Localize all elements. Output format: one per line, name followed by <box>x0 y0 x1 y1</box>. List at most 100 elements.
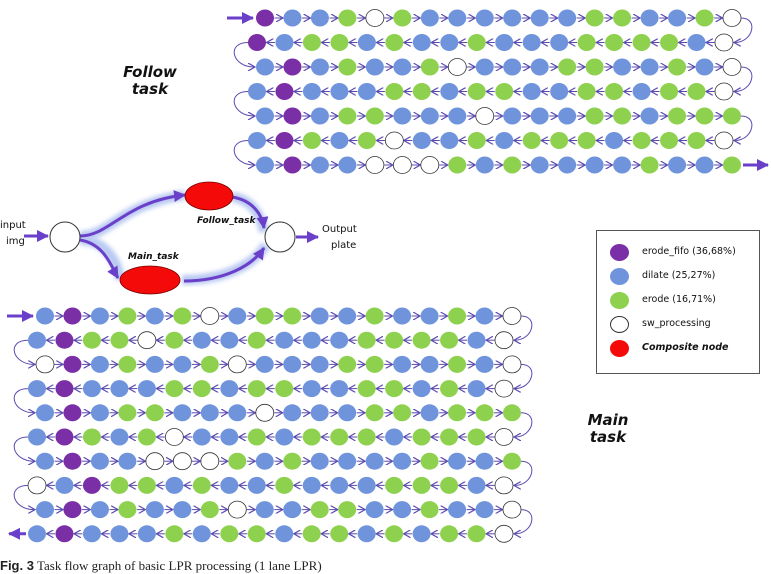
main-node-dilate <box>36 452 54 470</box>
main-node-dilate <box>420 307 439 325</box>
follow-node-dilate <box>558 156 577 174</box>
main-node-dilate <box>420 355 439 373</box>
main-node-erode-fifo <box>63 404 82 422</box>
follow-node-erode <box>365 107 384 125</box>
main-row-connector <box>13 484 34 509</box>
follow-node-dilate <box>550 34 569 51</box>
main-node-sw-processing <box>27 476 47 495</box>
follow-node-dilate <box>632 83 651 100</box>
follow-node-sw-processing <box>475 107 495 125</box>
main-node-dilate <box>228 307 247 325</box>
main-node-sw-processing <box>35 355 55 374</box>
follow-node-erode <box>503 156 522 174</box>
follow-node-dilate <box>503 9 522 27</box>
follow-node-sw-processing <box>420 156 440 174</box>
follow-node-erode <box>632 34 651 51</box>
main-node-erode <box>420 452 439 470</box>
follow-node-erode <box>577 132 596 149</box>
follow-node-dilate <box>687 34 706 51</box>
main-row-connector <box>13 436 34 461</box>
output-node <box>264 221 296 253</box>
main-node-erode <box>110 476 129 494</box>
main-node-erode <box>503 404 521 422</box>
main-node-erode-fifo <box>82 476 101 494</box>
main-node-erode-fifo <box>55 331 74 349</box>
main-node-sw-processing <box>494 428 514 446</box>
follow-node-dilate <box>310 58 329 76</box>
main-row-connector <box>13 388 34 413</box>
main-node-dilate <box>28 428 46 446</box>
main-row-connector <box>515 509 533 534</box>
follow-node-dilate <box>530 107 549 125</box>
main-node-erode <box>412 476 431 494</box>
main-node-erode <box>310 501 329 519</box>
main-node-sw-processing <box>502 500 522 519</box>
legend-item-sw-processing: sw_processing <box>597 315 759 335</box>
follow-node-dilate <box>640 58 659 76</box>
main-node-erode <box>338 501 357 519</box>
follow-node-erode <box>660 132 679 149</box>
input-label: input img <box>0 218 26 250</box>
legend-swatch <box>610 292 629 309</box>
main-task-composite-node <box>119 265 181 295</box>
main-node-dilate <box>200 404 219 422</box>
main-node-dilate <box>28 525 46 543</box>
main-node-dilate <box>110 428 129 446</box>
follow-node-sw-processing <box>365 9 385 27</box>
follow-node-erode <box>448 156 467 174</box>
main-node-erode <box>192 476 211 494</box>
follow-node-erode <box>723 107 741 125</box>
main-node-erode <box>173 307 192 325</box>
main-node-erode <box>365 355 384 373</box>
follow-node-erode-fifo <box>275 132 294 149</box>
legend-label: Composite node <box>642 342 729 353</box>
input-node <box>49 221 81 253</box>
main-node-dilate <box>145 355 164 373</box>
main-task-title: Main task <box>568 412 648 446</box>
follow-node-erode <box>613 107 632 125</box>
follow-node-erode <box>695 107 714 125</box>
main-node-erode <box>165 525 184 543</box>
follow-node-erode <box>577 83 596 100</box>
main-row-connector <box>13 339 34 364</box>
main-task-title-line2: task <box>589 428 627 446</box>
follow-node-dilate <box>256 107 274 125</box>
main-node-dilate <box>475 452 494 470</box>
follow-node-dilate <box>640 9 659 27</box>
follow-node-erode <box>467 34 486 51</box>
main-node-erode <box>365 404 384 422</box>
main-node-dilate <box>385 428 404 446</box>
follow-task-composite-node <box>184 181 234 211</box>
main-node-erode <box>118 501 137 519</box>
main-node-erode <box>440 428 459 446</box>
follow-task-title: Follow task <box>110 64 190 98</box>
main-node-erode <box>420 501 439 519</box>
main-node-dilate <box>220 380 239 398</box>
main-node-erode-fifo <box>63 355 82 373</box>
main-node-erode <box>448 404 467 422</box>
follow-task-title-line2: task <box>131 80 169 98</box>
main-node-dilate <box>192 331 211 349</box>
main-node-dilate <box>90 452 109 470</box>
follow-node-dilate <box>475 156 494 174</box>
follow-node-erode <box>302 132 321 149</box>
main-node-dilate <box>467 331 486 349</box>
main-node-dilate <box>412 380 431 398</box>
main-node-erode <box>385 331 404 349</box>
follow-node-dilate <box>530 9 549 27</box>
main-node-sw-processing <box>227 355 247 374</box>
legend-item-erode: erode (16,71%) <box>597 291 759 311</box>
main-row-connector <box>515 460 533 485</box>
top-edge-glow <box>79 190 186 241</box>
main-node-erode <box>192 380 211 398</box>
follow-row-connector <box>233 140 254 166</box>
follow-node-dilate <box>302 83 321 100</box>
main-node-dilate <box>310 355 329 373</box>
follow-node-erode <box>660 83 679 100</box>
main-task-graph <box>7 307 533 543</box>
main-node-dilate <box>338 307 357 325</box>
main-node-erode <box>247 331 266 349</box>
main-node-dilate <box>330 380 349 398</box>
follow-node-sw-processing <box>392 156 412 174</box>
